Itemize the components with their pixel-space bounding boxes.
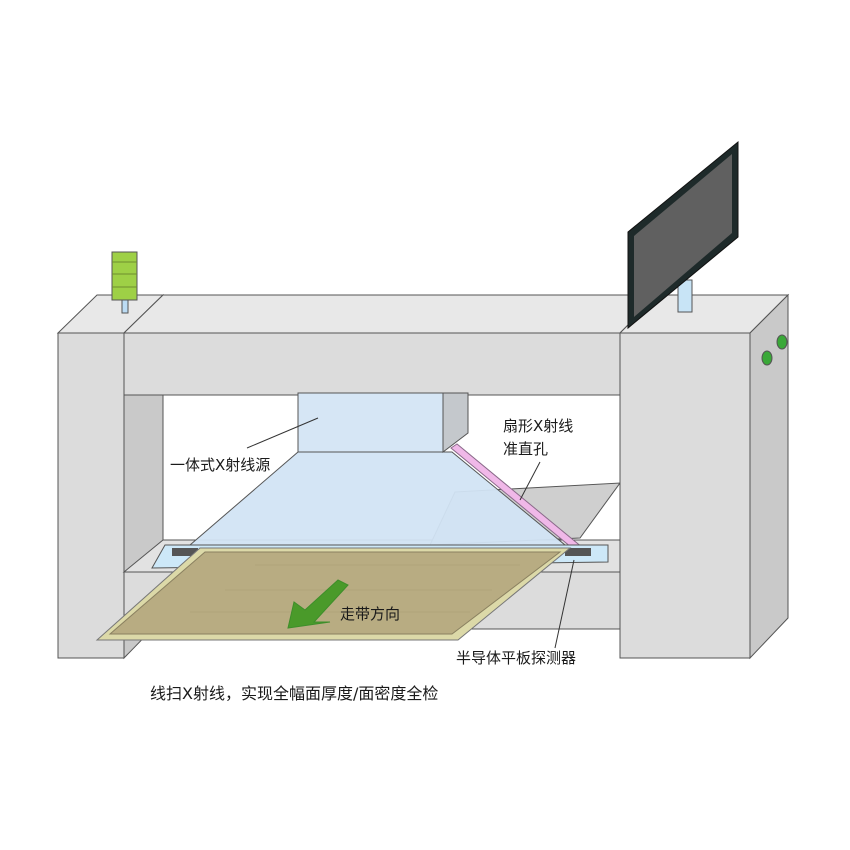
xray-source-box <box>297 392 469 454</box>
top-beam-front <box>123 332 621 396</box>
leader-detector <box>554 559 575 649</box>
indicator-lamp-icon <box>761 334 788 366</box>
left-column-front <box>57 332 125 659</box>
leader-source <box>246 417 319 449</box>
material-sheet <box>95 547 572 641</box>
detector-label: 半导体平板探测器 <box>456 649 577 667</box>
right-cabinet-front <box>619 332 751 659</box>
arrow-down-left-icon <box>287 579 349 629</box>
xray-source-label: 一体式X射线源 <box>170 456 271 474</box>
signal-tower-light-icon <box>111 251 138 314</box>
belt-direction-label: 走带方向 <box>340 605 401 623</box>
right-cabinet <box>618 293 790 660</box>
monitor-icon <box>627 140 739 330</box>
leader-collimator <box>519 461 541 501</box>
detector-sensor-right <box>565 548 591 556</box>
collimator-label-line1: 扇形X射线 <box>503 417 574 435</box>
collimator-label-line2: 准直孔 <box>503 440 549 458</box>
diagram-caption: 线扫X射线，实现全幅面厚度/面密度全检 <box>150 684 439 703</box>
detector-sensor-left <box>172 548 198 556</box>
top-beam-top <box>122 294 660 334</box>
leader-lines <box>246 417 575 649</box>
top-beam <box>122 294 660 396</box>
monitor-screen <box>634 154 732 317</box>
